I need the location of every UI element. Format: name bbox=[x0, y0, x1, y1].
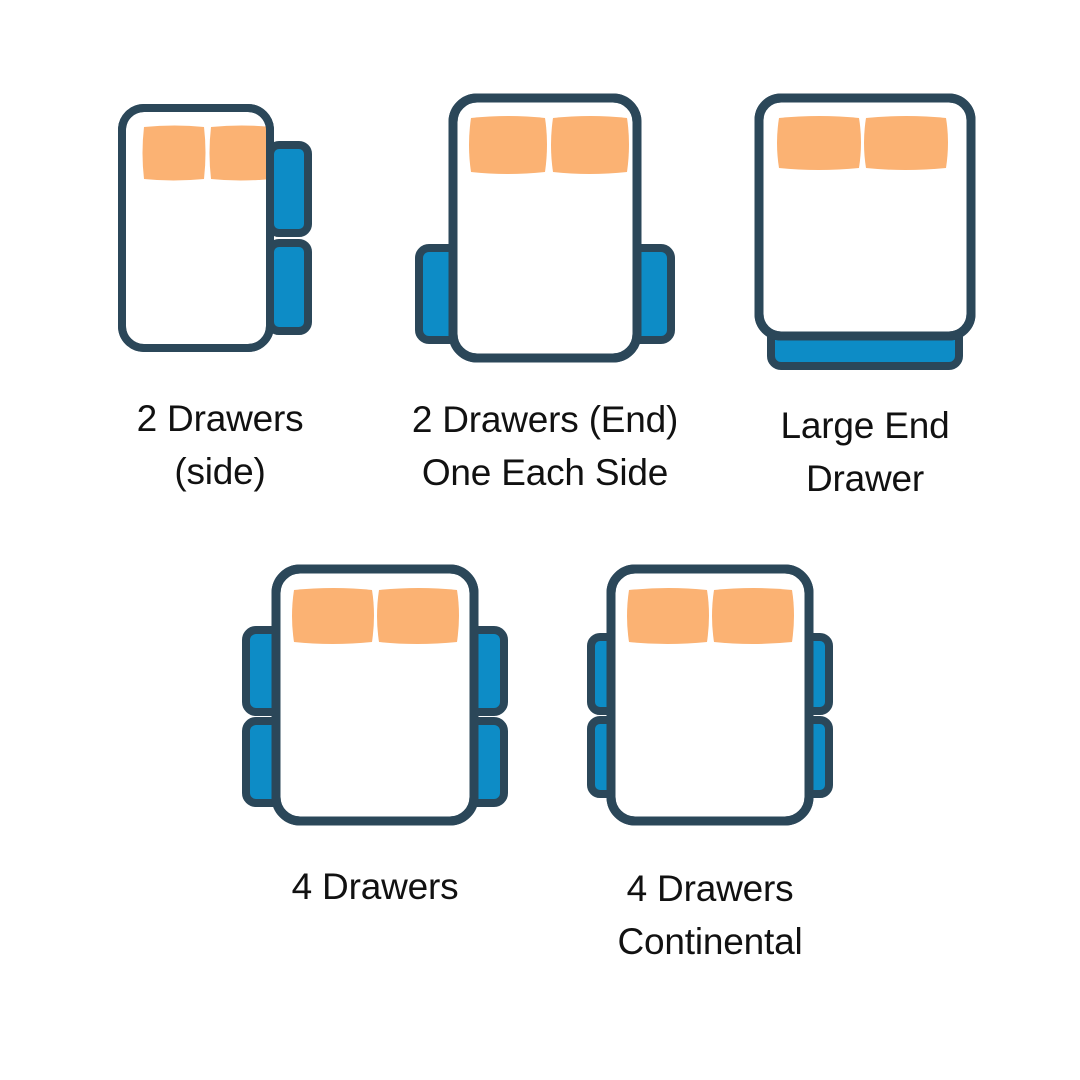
pillow-left bbox=[627, 588, 709, 644]
option-large-end-drawer[interactable]: Large End Drawer bbox=[735, 80, 995, 505]
bed-body-outline-overlay bbox=[271, 564, 479, 826]
option-caption: 2 Drawers (End) One Each Side bbox=[411, 399, 679, 493]
bed-diagram-two-drawers-end bbox=[415, 93, 675, 363]
bed-diagram-four-drawers bbox=[242, 564, 508, 826]
option-caption: 2 Drawers (side) bbox=[136, 398, 304, 492]
bed-diagram-large-end-drawer bbox=[754, 93, 976, 370]
option-two-drawers-side[interactable]: 2 Drawers (side) bbox=[70, 95, 370, 498]
option-caption: Large End Drawer bbox=[780, 405, 950, 499]
option-caption: 4 Drawers bbox=[291, 866, 459, 907]
bed-body-outline-overlay bbox=[606, 564, 814, 826]
bed-body-outline-overlay bbox=[754, 93, 976, 341]
pillow-right bbox=[209, 125, 273, 181]
bed-diagram-two-drawers-side bbox=[118, 104, 312, 352]
pillow-left bbox=[292, 588, 374, 644]
option-four-drawers-continental[interactable]: 4 Drawers Continental bbox=[560, 555, 860, 968]
drawer-group-right bbox=[266, 141, 312, 335]
pillow-right bbox=[712, 588, 794, 644]
bed-body-outline-overlay bbox=[448, 93, 642, 363]
drawer-right-upper[interactable] bbox=[266, 141, 312, 237]
pillow-right bbox=[864, 116, 948, 170]
bed-body-outline-overlay bbox=[118, 104, 274, 352]
pillow-left bbox=[142, 125, 206, 181]
drawer-right-lower[interactable] bbox=[266, 239, 312, 335]
pillow-right bbox=[377, 588, 459, 644]
bed-diagram-four-drawers-continental bbox=[587, 564, 833, 826]
option-two-drawers-end-one-each-side[interactable]: 2 Drawers (End) One Each Side bbox=[385, 80, 705, 499]
pillow-right bbox=[551, 116, 629, 174]
option-four-drawers[interactable]: 4 Drawers bbox=[230, 555, 520, 914]
pillow-left bbox=[777, 116, 861, 170]
option-caption: 4 Drawers Continental bbox=[617, 868, 803, 962]
pillow-left bbox=[469, 116, 547, 174]
